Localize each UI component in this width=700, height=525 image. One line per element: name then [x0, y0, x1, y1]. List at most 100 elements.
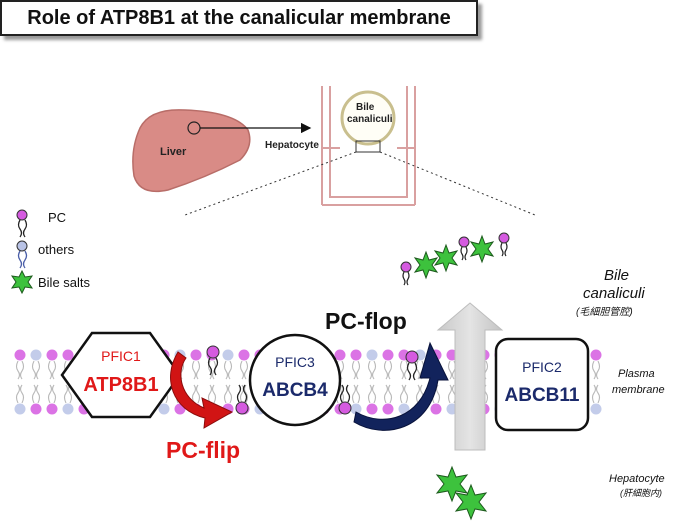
membrane-lipid-tail [47, 384, 57, 404]
pc-flip-arrow [170, 351, 234, 429]
pc-lipid-icon [235, 384, 249, 415]
pfic2-label: PFIC2 [522, 359, 562, 375]
membrane-lipid-head [350, 349, 362, 361]
membrane-lipid-head [62, 403, 74, 415]
membrane-lipid-head [30, 349, 42, 361]
membrane-lipid-head [590, 349, 602, 361]
membrane-lipid-head [46, 403, 58, 415]
membrane-lipid-head [382, 349, 394, 361]
membrane-lipid-head [398, 403, 410, 415]
legend-others-label: others [38, 242, 75, 257]
bile-salt-star-icon [454, 483, 488, 521]
membrane-lipid-head [366, 349, 378, 361]
plasma-membrane-label-line2: membrane [612, 384, 665, 396]
page-title: Role of ATP8B1 at the canalicular membra… [27, 6, 451, 29]
pc-lipid-icon [400, 261, 412, 286]
legend-bile-salts-label: Bile salts [38, 275, 91, 290]
bile-canaliculi-label-line2: canaliculi [583, 285, 645, 302]
membrane-lipid-tail [447, 384, 457, 404]
bile-canaliculus-ring [340, 90, 396, 146]
membrane-lipid-tail [207, 384, 217, 404]
bile-canaliculi-label-line1: Bile [604, 267, 629, 284]
abcb4-transporter [248, 333, 342, 427]
inset-bile-label: Bile [356, 102, 375, 113]
membrane-lipid-tail [191, 384, 201, 404]
hepatocyte-region-label: Hepatocyte [609, 473, 665, 485]
abcb11-label: ABCB11 [505, 385, 580, 406]
membrane-lipid-tail [367, 384, 377, 404]
membrane-lipid-tail [367, 360, 377, 380]
membrane-lipid-tail [63, 384, 73, 404]
bile-salt-star-icon [469, 234, 495, 264]
bile-salt-export-arrow [436, 302, 504, 451]
pc-flip-label: PC-flip [166, 437, 240, 463]
pc-lipid-icon [458, 236, 470, 261]
membrane-lipid-head [158, 403, 170, 415]
membrane-lipid-tail [191, 360, 201, 380]
other-lipid-icon [16, 240, 28, 269]
membrane-lipid-tail [383, 360, 393, 380]
membrane-lipid-head [366, 403, 378, 415]
liver-inset: Liver Hepatocyte [132, 109, 319, 193]
membrane-lipid-tail [223, 360, 233, 380]
membrane-lipid-tail [15, 360, 25, 380]
membrane-lipid-head [238, 349, 250, 361]
hepatocyte-label: Hepatocyte [265, 140, 319, 151]
pc-lipid-icon [206, 345, 220, 376]
legend-pc-label: PC [48, 210, 66, 225]
pc-flop-arrow [353, 341, 449, 431]
pc-lipid-icon [405, 350, 419, 381]
title-box: Role of ATP8B1 at the canalicular membra… [0, 0, 478, 36]
bile-salt-star-icon [435, 465, 469, 503]
secreted-cluster [400, 232, 510, 286]
membrane-zoom-box [355, 140, 381, 153]
membrane-lipid-head [30, 403, 42, 415]
membrane-lipid-tail [399, 360, 409, 380]
plasma-membrane-label-line1: Plasma [618, 368, 655, 380]
pc-flop-label: PC-flop [325, 308, 407, 334]
membrane-lipid-tail [351, 384, 361, 404]
liver-label: Liver [160, 146, 187, 158]
membrane-lipid-head [590, 403, 602, 415]
membrane-lipid-tail [47, 360, 57, 380]
membrane-lipid-tail [15, 384, 25, 404]
hepatocyte-jp-label: (肝細胞内) [620, 488, 662, 498]
legend: PC others Bile salts [10, 209, 91, 295]
membrane-lipid-tail [239, 360, 249, 380]
membrane-lipid-tail [591, 384, 601, 404]
pc-lipid-icon [498, 232, 510, 257]
abcb4-label: ABCB4 [262, 380, 328, 401]
membrane-lipid-head [62, 349, 74, 361]
membrane-lipid-head [382, 403, 394, 415]
membrane-lipid-head [14, 349, 26, 361]
bile-salt-star-icon [413, 250, 439, 280]
membrane-lipid-head [190, 349, 202, 361]
membrane-lipid-tail [31, 360, 41, 380]
membrane-lipid-tail [383, 384, 393, 404]
membrane-lipid-tail [223, 384, 233, 404]
membrane-lipid-tail [351, 360, 361, 380]
membrane-lipid-head [14, 403, 26, 415]
membrane-lipid-tail [447, 360, 457, 380]
pc-lipid-icon [338, 384, 352, 415]
bile-canaliculi-jp-label: (毛細胆管腔) [576, 306, 633, 318]
inset-canaliculi-label: canaliculi [347, 114, 393, 125]
pc-lipid-icon [16, 209, 28, 238]
abcb11-transporter [494, 337, 590, 432]
membrane-lipid-head [222, 349, 234, 361]
liver-shape [132, 109, 251, 193]
membrane-lipid-tail [591, 360, 601, 380]
bile-salt-star-icon [10, 269, 34, 295]
atp8b1-label: ATP8B1 [83, 374, 158, 396]
hepatocyte-cell-inset: Bile canaliculi [184, 86, 536, 216]
membrane-lipid-head [350, 403, 362, 415]
membrane-lipid-tail [399, 384, 409, 404]
membrane-lipid-head [430, 403, 442, 415]
pfic1-label: PFIC1 [101, 348, 141, 364]
pfic3-label: PFIC3 [275, 354, 315, 370]
membrane-lipid-head [46, 349, 58, 361]
membrane-lipid-head [334, 349, 346, 361]
bile-salt-star-icon [433, 243, 459, 273]
membrane-lipid-tail [31, 384, 41, 404]
